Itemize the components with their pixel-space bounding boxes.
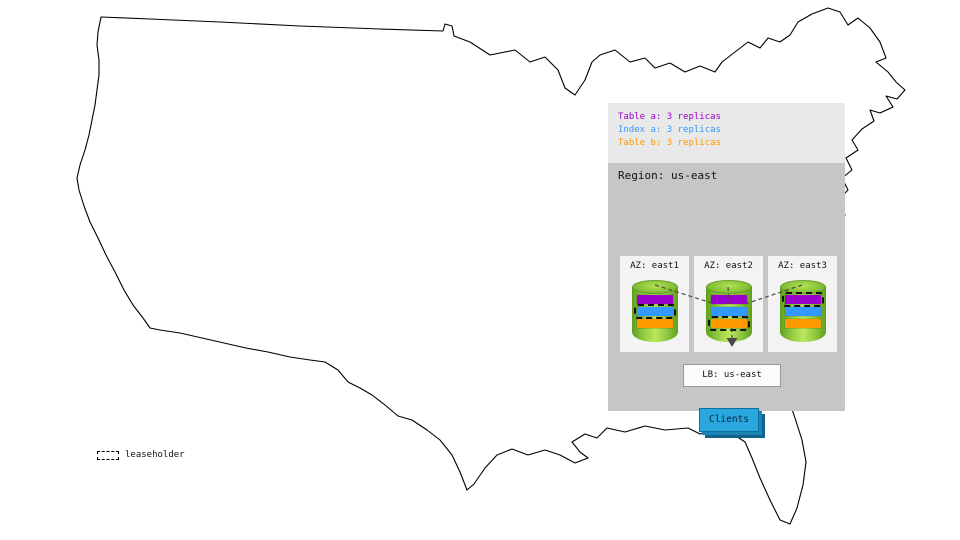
az-label-east1: AZ: east1 [630,261,679,271]
db-cylinder-east2 [705,280,752,342]
leaseholder-key: leaseholder [97,450,185,460]
az-box-east1: AZ: east1 [620,256,689,352]
load-balancer-box: LB: us-east [683,364,781,387]
az-label-east3: AZ: east3 [778,261,827,271]
load-balancer-label: LB: us-east [702,370,762,380]
az-box-east2: AZ: east2 [694,256,763,352]
region-box: Region: us-east AZ: east1 AZ: east2 [608,163,845,432]
replica-band-table-a [781,292,824,307]
legend-item-index-a: Index a: 3 replicas [618,125,721,135]
replica-band-index-a [784,307,821,316]
clients-box: Clients [699,408,759,432]
replica-band-table-a [636,295,673,304]
region-label: Region: us-east [618,169,718,182]
clients-label: Clients [708,414,750,425]
cylinder-top [705,280,752,294]
legend-item-table-a: Table a: 3 replicas [618,112,721,122]
cylinder-top [779,280,826,294]
leaseholder-swatch-icon [97,450,119,460]
replica-band-index-a [710,307,747,316]
az-box-east3: AZ: east3 [768,256,837,352]
db-cylinder-east1 [631,280,678,342]
deployment-panel: Table a: 3 replicas Index a: 3 replicas … [608,103,845,432]
replica-band-table-b [707,316,750,331]
replica-band-table-b [784,319,821,328]
replica-legend: Table a: 3 replicas Index a: 3 replicas … [618,111,721,150]
cylinder-top [631,280,678,294]
replica-band-table-b [636,319,673,328]
replica-band-index-a [633,304,676,319]
legend-item-table-b: Table b: 3 replicas [618,138,721,148]
replica-band-table-a [710,295,747,304]
db-cylinder-east3 [779,280,826,342]
leaseholder-key-label: leaseholder [125,450,185,460]
az-label-east2: AZ: east2 [704,261,753,271]
